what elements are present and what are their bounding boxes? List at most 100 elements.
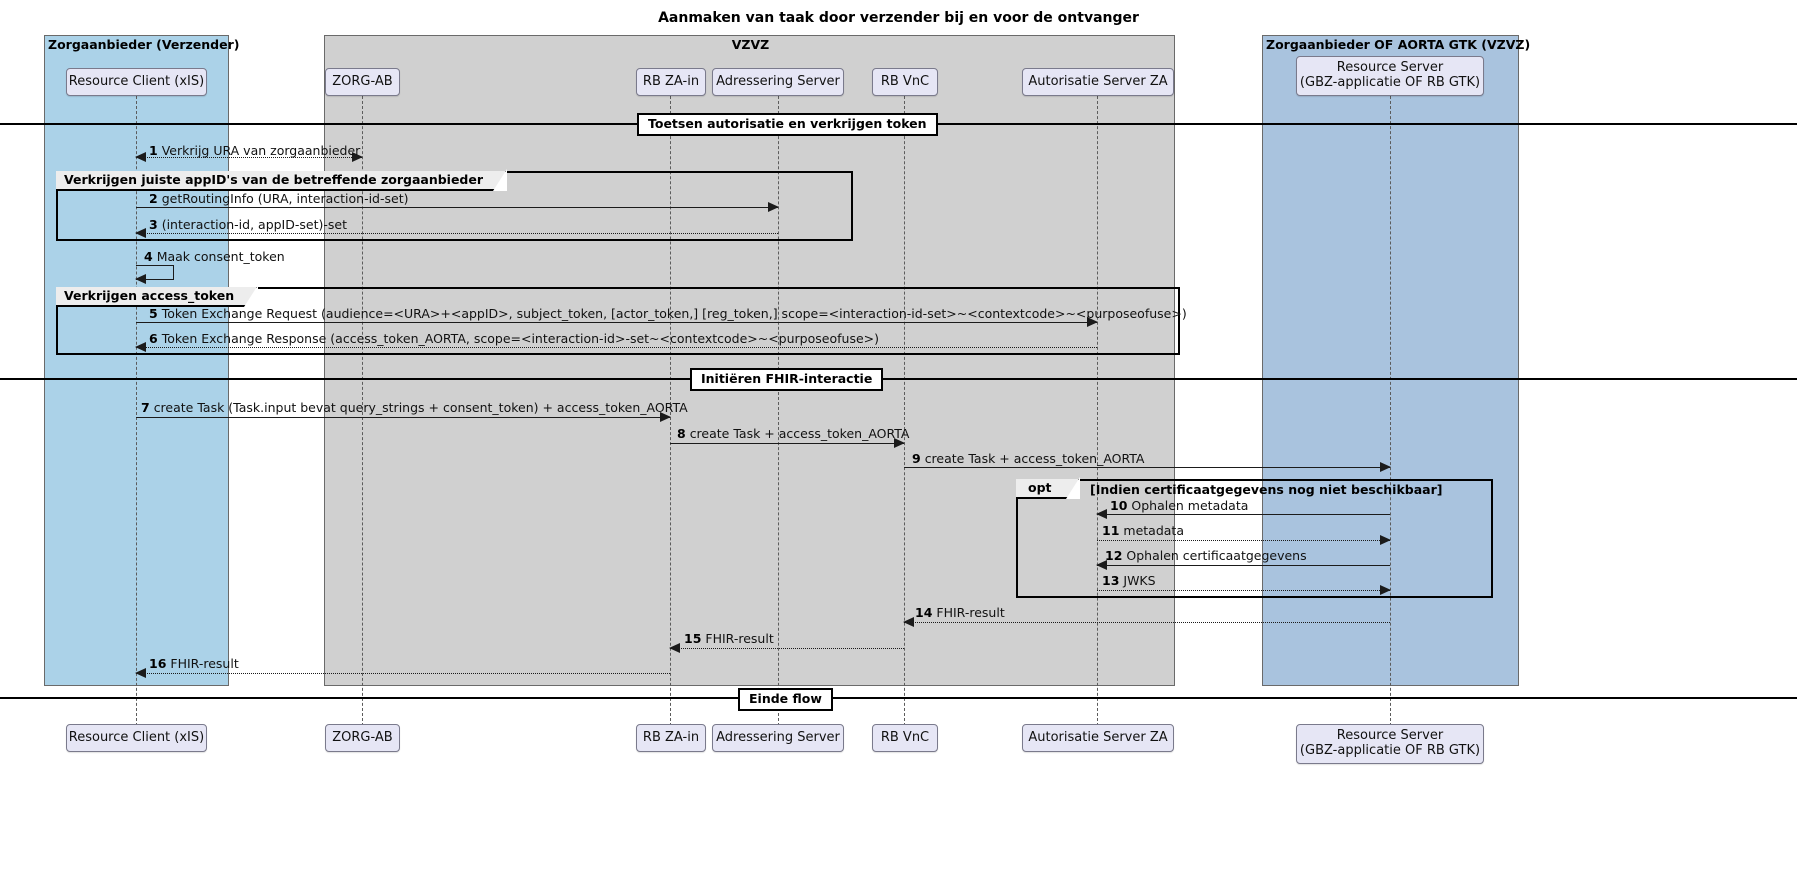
message-4-text: Maak consent_token <box>156 249 285 264</box>
message-11-text: metadata <box>1123 523 1184 538</box>
message-5-number: 5 <box>149 306 158 321</box>
message-4 <box>135 265 174 284</box>
message-5-text: Token Exchange Request (audience=<URA>+<… <box>161 306 1187 321</box>
message-5-line <box>136 322 1097 323</box>
message-1-text: Verkrijg URA van zorgaanbieder <box>161 143 361 158</box>
message-14-number: 14 <box>915 605 933 620</box>
participant-footer-autorisatie-server-za-label: Autorisatie Server ZA <box>1028 729 1168 745</box>
message-7-arrowhead <box>660 412 671 422</box>
message-13-number: 13 <box>1102 573 1120 588</box>
participant-footer-resource-server-label: Resource Server (GBZ-applicatie OF RB GT… <box>1299 728 1481 758</box>
participant-zorg-ab-label: ZORG-AB <box>332 73 393 89</box>
participant-rb-za-in[interactable]: RB ZA-in <box>636 68 706 96</box>
message-14-line <box>904 622 1390 623</box>
message-5-arrowhead <box>1087 317 1098 327</box>
divider-label-initieren-fhir: Initiëren FHIR-interactie <box>690 368 884 391</box>
message-12-label: 12 Ophalen certificaatgegevens <box>1105 549 1307 563</box>
divider-2-text: Initiëren FHIR-interactie <box>701 371 873 386</box>
participant-resource-server-label: Resource Server (GBZ-applicatie OF RB GT… <box>1299 60 1481 90</box>
participant-group-vzvz: VZVZ <box>324 35 1175 686</box>
participant-footer-adressering-server[interactable]: Adressering Server <box>712 724 844 752</box>
message-15-text: FHIR-result <box>705 631 774 646</box>
message-10-line <box>1097 514 1390 515</box>
message-3-arrowhead <box>135 228 146 238</box>
message-16-arrowhead <box>135 668 146 678</box>
message-14-text: FHIR-result <box>936 605 1005 620</box>
message-16-label: 16 FHIR-result <box>149 657 239 671</box>
message-12-number: 12 <box>1105 548 1123 563</box>
message-4-arrowhead <box>135 274 146 284</box>
lifeline-rbza <box>670 96 671 726</box>
lifeline-rc <box>136 96 137 726</box>
participant-rb-vnc[interactable]: RB VnC <box>872 68 938 96</box>
divider-1-text: Toetsen autorisatie en verkrijgen token <box>648 116 927 131</box>
participant-group-vzvz-label: VZVZ <box>731 37 770 52</box>
participant-autorisatie-server-za-label: Autorisatie Server ZA <box>1028 73 1168 89</box>
message-1-arrowhead-right <box>352 152 363 162</box>
participant-footer-rb-vnc[interactable]: RB VnC <box>872 724 938 752</box>
message-11-arrowhead <box>1380 535 1391 545</box>
message-12-text: Ophalen certificaatgegevens <box>1126 548 1307 563</box>
divider-label-toetsen-autorisatie: Toetsen autorisatie en verkrijgen token <box>637 113 938 136</box>
opt-tab-label: opt <box>1028 480 1052 495</box>
message-5-label: 5 Token Exchange Request (audience=<URA>… <box>149 307 1187 321</box>
lifeline-adr <box>778 96 779 726</box>
message-6-number: 6 <box>149 331 158 346</box>
opt-condition-text: [Indien certificaatgegevens nog niet bes… <box>1090 482 1443 497</box>
participant-footer-autorisatie-server-za[interactable]: Autorisatie Server ZA <box>1022 724 1174 752</box>
message-16-number: 16 <box>149 656 167 671</box>
message-2-number: 2 <box>149 191 158 206</box>
message-13-arrowhead <box>1380 585 1391 595</box>
participant-resource-server[interactable]: Resource Server (GBZ-applicatie OF RB GT… <box>1296 56 1484 96</box>
message-2-text: getRoutingInfo (URA, interaction-id-set) <box>161 191 409 206</box>
message-15-label: 15 FHIR-result <box>684 632 774 646</box>
message-3-number: 3 <box>149 217 158 232</box>
participant-footer-rb-za-in-label: RB ZA-in <box>642 729 700 745</box>
participant-adressering-server-label: Adressering Server <box>716 73 840 89</box>
message-4-label: 4 Maak consent_token <box>144 250 285 264</box>
message-11-line <box>1097 540 1390 541</box>
opt-condition: [Indien certificaatgegevens nog niet bes… <box>1090 482 1442 497</box>
participant-adressering-server[interactable]: Adressering Server <box>712 68 844 96</box>
divider-3-text: Einde flow <box>749 691 822 706</box>
message-2-label: 2 getRoutingInfo (URA, interaction-id-se… <box>149 192 408 206</box>
message-8-text: create Task + access_token_AORTA <box>689 426 910 441</box>
message-10-arrowhead <box>1096 509 1107 519</box>
message-1-number: 1 <box>149 143 158 158</box>
participant-autorisatie-server-za[interactable]: Autorisatie Server ZA <box>1022 68 1174 96</box>
message-7-line <box>136 417 670 418</box>
message-4-line-top <box>136 265 174 266</box>
message-10-number: 10 <box>1110 498 1128 513</box>
participant-rb-vnc-label: RB VnC <box>880 73 930 89</box>
participant-footer-resource-server[interactable]: Resource Server (GBZ-applicatie OF RB GT… <box>1296 724 1484 764</box>
participant-group-receiver-label: Zorgaanbieder OF AORTA GTK (VZVZ) <box>1266 37 1531 52</box>
message-7-text: create Task (Task.input bevat query_stri… <box>153 400 688 415</box>
message-6-arrowhead <box>135 342 146 352</box>
message-4-line-right <box>173 265 174 279</box>
participant-footer-zorg-ab[interactable]: ZORG-AB <box>325 724 400 752</box>
lifeline-rs <box>1390 96 1391 726</box>
participant-footer-adressering-server-label: Adressering Server <box>716 729 840 745</box>
message-9-line <box>904 467 1390 468</box>
participant-zorg-ab[interactable]: ZORG-AB <box>325 68 400 96</box>
message-1-arrowhead-left <box>135 152 146 162</box>
message-14-arrowhead <box>903 617 914 627</box>
group-tab-access-token: Verkrijgen access_token <box>56 284 259 308</box>
participant-footer-resource-client[interactable]: Resource Client (xIS) <box>66 724 207 752</box>
group-tab-appids: Verkrijgen juiste appID's van de betreff… <box>56 168 508 192</box>
participant-footer-rb-vnc-label: RB VnC <box>880 729 930 745</box>
message-10-text: Ophalen metadata <box>1131 498 1249 513</box>
message-8-arrowhead <box>894 438 905 448</box>
divider-line-3 <box>0 697 1797 699</box>
page-title: Aanmaken van taak door verzender bij en … <box>658 10 1139 26</box>
message-6-text: Token Exchange Response (access_token_AO… <box>161 331 879 346</box>
message-2-arrowhead <box>768 202 779 212</box>
group-tab-access-token-label: Verkrijgen access_token <box>64 288 235 303</box>
participant-resource-client[interactable]: Resource Client (xIS) <box>66 68 207 96</box>
message-3-label: 3 (interaction-id, appID-set)-set <box>149 218 347 232</box>
participant-footer-rb-za-in[interactable]: RB ZA-in <box>636 724 706 752</box>
divider-label-einde-flow: Einde flow <box>738 688 833 711</box>
opt-tab: opt <box>1016 476 1080 500</box>
message-7-number: 7 <box>141 400 150 415</box>
